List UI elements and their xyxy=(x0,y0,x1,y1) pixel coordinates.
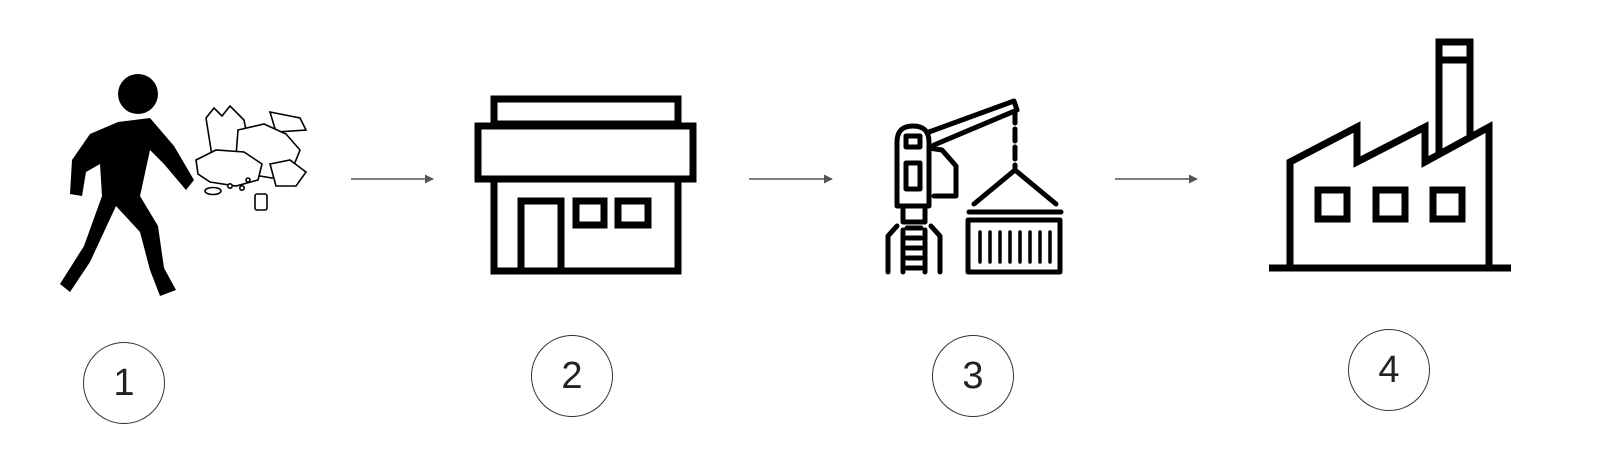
store-icon xyxy=(474,95,697,275)
step-number-1: 1 xyxy=(83,342,165,424)
trash-icon xyxy=(195,104,308,211)
step-number-2: 2 xyxy=(531,335,613,417)
step-number-3: 3 xyxy=(932,335,1014,417)
port-crane-container-icon xyxy=(885,98,1064,275)
person-littering-icon xyxy=(60,74,308,296)
step-number-4: 4 xyxy=(1348,329,1430,411)
factory-icon xyxy=(1269,38,1511,272)
